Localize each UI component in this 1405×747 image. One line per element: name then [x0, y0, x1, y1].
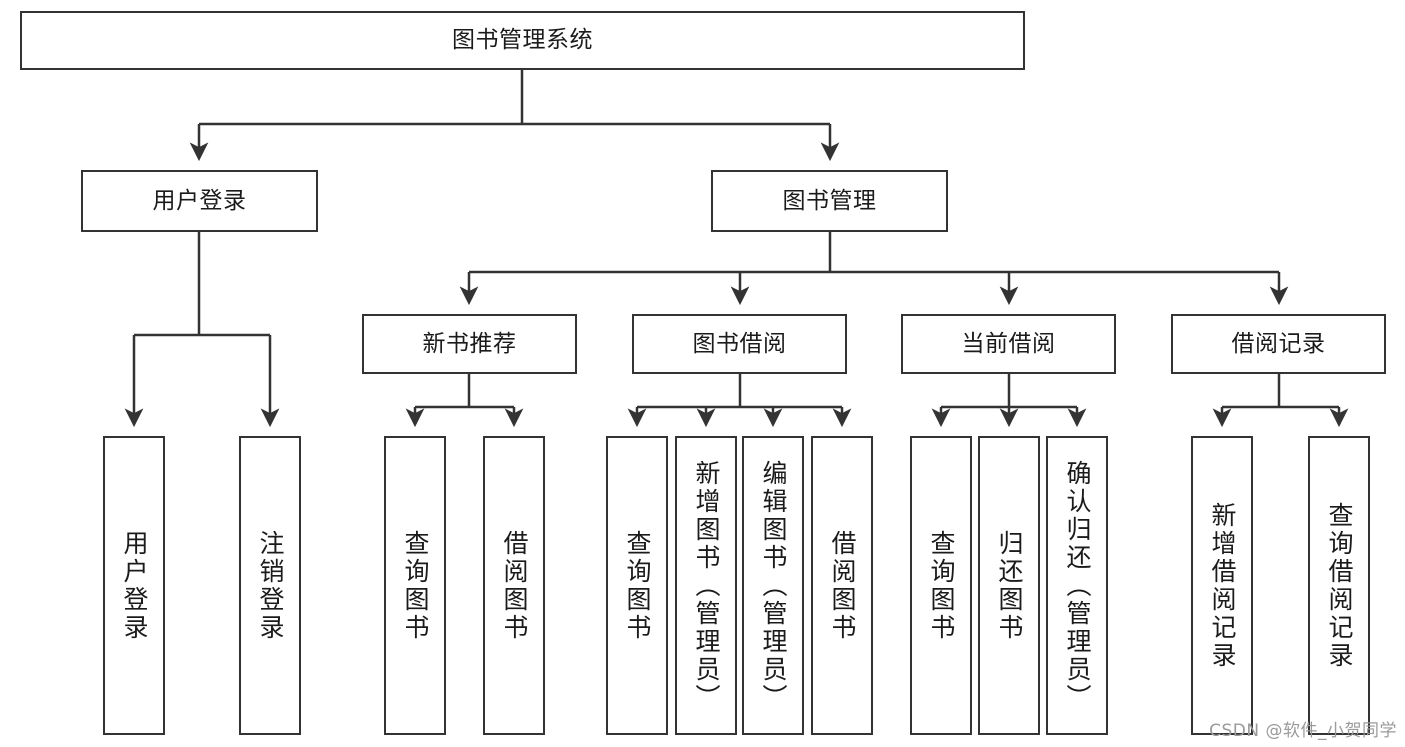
node-book-manage[interactable]: 图书管理 [711, 170, 948, 232]
leaf-user-login-label: 用户登录 [120, 529, 149, 642]
leaf-return-book-label: 归还图书 [995, 529, 1024, 642]
leaf-add-record-label: 新增借阅记录 [1208, 501, 1237, 670]
node-new-book-rec-label: 新书推荐 [422, 330, 517, 357]
leaf-logout-label: 注销登录 [256, 529, 285, 642]
leaf-query-book-2-label: 查询图书 [623, 529, 652, 642]
node-user-login-label: 用户登录 [152, 187, 247, 214]
leaf-logout[interactable]: 注销登录 [239, 436, 301, 735]
leaf-add-book[interactable]: 新增图书（管理员） [675, 436, 737, 735]
leaf-query-book-1[interactable]: 查询图书 [384, 436, 446, 735]
leaf-query-record[interactable]: 查询借阅记录 [1308, 436, 1370, 735]
leaf-query-book-2[interactable]: 查询图书 [606, 436, 668, 735]
leaf-query-book-3-label: 查询图书 [927, 529, 956, 642]
node-new-book-rec[interactable]: 新书推荐 [362, 314, 577, 374]
leaf-confirm-return-label: 确认归还（管理员） [1063, 459, 1092, 712]
node-book-borrow[interactable]: 图书借阅 [632, 314, 847, 374]
leaf-add-book-label: 新增图书（管理员） [692, 459, 721, 712]
leaf-return-book[interactable]: 归还图书 [978, 436, 1040, 735]
node-current-borrow[interactable]: 当前借阅 [901, 314, 1116, 374]
leaf-add-record[interactable]: 新增借阅记录 [1191, 436, 1253, 735]
leaf-query-book-3[interactable]: 查询图书 [910, 436, 972, 735]
node-book-borrow-label: 图书借阅 [692, 330, 787, 357]
node-borrow-record[interactable]: 借阅记录 [1171, 314, 1386, 374]
node-borrow-record-label: 借阅记录 [1231, 330, 1326, 357]
node-user-login[interactable]: 用户登录 [81, 170, 318, 232]
node-root-label: 图书管理系统 [452, 27, 593, 54]
node-root[interactable]: 图书管理系统 [20, 11, 1025, 70]
leaf-borrow-book-2[interactable]: 借阅图书 [811, 436, 873, 735]
leaf-query-record-label: 查询借阅记录 [1325, 501, 1354, 670]
leaf-confirm-return[interactable]: 确认归还（管理员） [1046, 436, 1108, 735]
leaf-query-book-1-label: 查询图书 [401, 529, 430, 642]
leaf-borrow-book-1-label: 借阅图书 [500, 529, 529, 642]
node-current-borrow-label: 当前借阅 [961, 330, 1056, 357]
csdn-watermark: CSDN @软件_小贺同学 [1209, 721, 1397, 741]
node-book-manage-label: 图书管理 [782, 187, 877, 214]
leaf-borrow-book-1[interactable]: 借阅图书 [483, 436, 545, 735]
leaf-edit-book[interactable]: 编辑图书（管理员） [742, 436, 804, 735]
leaf-user-login[interactable]: 用户登录 [103, 436, 165, 735]
leaf-edit-book-label: 编辑图书（管理员） [759, 459, 788, 712]
leaf-borrow-book-2-label: 借阅图书 [828, 529, 857, 642]
